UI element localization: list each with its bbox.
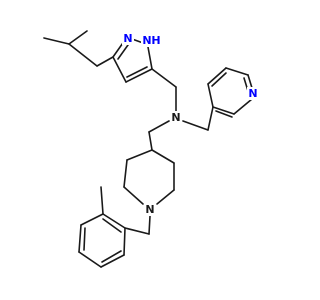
bond-isobutyl-ch3a-ch <box>43 37 70 45</box>
bond-pip-c3a-c2a <box>123 159 128 188</box>
bond-pip-n-ch2 <box>148 215 151 235</box>
bond-ch2-pyridine <box>207 106 214 131</box>
pyrazole-nh-atom: N H <box>141 34 161 47</box>
atom-label-layer: N H N N N N <box>122 32 259 216</box>
bond-bz-c2-c3 <box>80 213 104 226</box>
piperidine-n-label: N <box>145 203 154 216</box>
bond-pyrazole-c5-c4-double <box>126 66 148 78</box>
bond-pyr-c4-c3 <box>207 83 214 108</box>
bond-pyr-c6-c5 <box>225 67 249 76</box>
bond-bz-c5-c6 <box>100 254 125 268</box>
bond-bz-c1-c2-double <box>102 218 122 233</box>
bond-pip-c2a-n <box>123 186 144 205</box>
bond-pyrazole-ch2 <box>151 68 177 88</box>
bond-bz-c3-c4 <box>78 224 82 253</box>
bond-pyr-c5-c4 <box>207 67 227 85</box>
bond-ch2-piperidine <box>148 131 153 151</box>
bond-isobutyl-ch-ch2 <box>68 43 98 67</box>
bond-pyr-c2-n <box>233 98 253 115</box>
bond-amine-ch2-pyridyl <box>182 120 209 131</box>
bond-bz-c3-c4-double <box>83 227 86 251</box>
bond-pyrazole-c4-c3 <box>112 56 127 83</box>
bond-amine-ch2-pip <box>148 120 170 133</box>
pyridine-n-label: N <box>248 87 257 100</box>
bond-isobutyl-ch3b-ch <box>68 30 88 45</box>
bond-pyr-c3-c2-double <box>215 110 233 118</box>
bond-pyr-c5-c4-double <box>211 72 227 87</box>
bond-pyrazole-c5-c4 <box>125 68 153 83</box>
bond-pyrazole-n1-c5 <box>147 46 153 70</box>
bond-bz-methyl <box>100 186 104 215</box>
amine-n-label: N <box>171 111 180 124</box>
bond-pip-c4-c3a <box>126 149 153 161</box>
pyrazole-nh-label: N <box>142 34 151 47</box>
bond-pyr-c3-c2 <box>212 106 235 115</box>
piperidine-n-atom: N <box>144 203 156 216</box>
bond-isobutyl-ch2-ring <box>96 56 114 67</box>
bond-pip-n-c2b <box>156 189 175 205</box>
pyrazole-h-label: H <box>151 34 160 47</box>
bond-ch2-benzene <box>124 227 150 235</box>
pyrazole-n-atom: N <box>122 32 134 45</box>
bond-pyrazole-c3-n2-double <box>117 44 129 60</box>
bond-pip-c3b-c4 <box>151 149 175 164</box>
amine-n-atom: N <box>170 111 182 124</box>
molecule-structure-diagram: N H N N N N <box>43 30 259 268</box>
pyrazole-n-label: N <box>123 32 132 45</box>
bond-layer <box>43 30 253 268</box>
bond-bz-c6-c1 <box>123 227 126 256</box>
bond-bz-c4-c5 <box>78 251 102 268</box>
bond-pyr-n-c6 <box>247 74 253 89</box>
pyridine-n-atom: N <box>247 87 259 100</box>
bond-bz-c5-c6-double <box>101 250 122 263</box>
bond-bz-c1-c2 <box>102 213 126 229</box>
